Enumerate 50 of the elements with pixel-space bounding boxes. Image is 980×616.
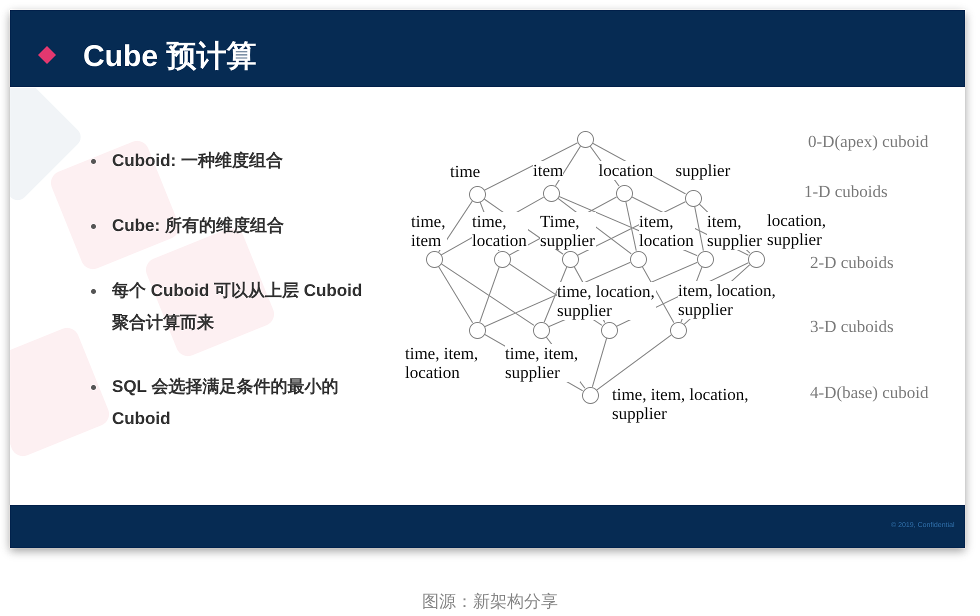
circle-node <box>468 186 486 202</box>
node-label: time, item, supplier <box>505 344 580 382</box>
connector-line <box>625 201 637 251</box>
node-label: item, location, supplier <box>678 281 777 319</box>
connector-line <box>555 146 581 186</box>
node-label: supplier <box>676 161 730 180</box>
bullet-text: SQL 会选择满足条件的最小的 Cuboid <box>112 376 340 430</box>
node-label: time, location, supplier <box>557 282 656 320</box>
connector-line <box>484 142 578 191</box>
level-label: 0-D(apex) cuboid <box>808 130 928 152</box>
node-label: item <box>533 161 564 180</box>
bullet-text: Cube: 所有的维度组合 <box>112 215 285 237</box>
connector-line <box>440 263 534 326</box>
circle-node <box>748 250 764 268</box>
circle-node <box>616 184 632 202</box>
circle-node <box>630 250 646 268</box>
node-label: time, item, location, supplier <box>612 385 750 423</box>
circle-node <box>542 184 560 202</box>
circle-node <box>696 250 714 268</box>
node-label: item, supplier <box>707 212 763 250</box>
connector-line <box>596 334 672 390</box>
node-label: time, location <box>472 212 528 250</box>
circle-node <box>426 250 442 268</box>
circle-node <box>670 322 686 338</box>
level-label: 1-D cuboids <box>804 180 888 202</box>
caption-text: 图源：新架构分享 <box>422 591 558 613</box>
node-label: Time, supplier <box>540 212 596 250</box>
circle-node <box>684 190 702 206</box>
node-label: location <box>598 161 654 180</box>
circle-node <box>582 386 598 404</box>
connector-line <box>544 266 568 322</box>
slide-title: Cube 预计算 <box>83 39 256 75</box>
circle-node <box>494 250 510 268</box>
level-label: 3-D cuboids <box>810 316 894 336</box>
circle-node <box>562 250 578 268</box>
bullet-text: 每个 Cuboid 可以从上层 Cuboid 聚合计算而来 <box>112 280 364 334</box>
node-label: item, location <box>639 212 695 250</box>
node-label: location, supplier <box>767 211 828 249</box>
level-label: 4-D(base) cuboid <box>810 382 928 402</box>
circle-node <box>532 322 550 338</box>
connector-line <box>694 206 704 251</box>
circle-node <box>468 322 486 338</box>
level-label: 2-D cuboids <box>810 252 894 272</box>
circle-node <box>600 322 618 338</box>
bullet-text: Cuboid: 一种维度组合 <box>112 150 284 172</box>
connector-line <box>642 266 674 323</box>
circle-node <box>576 130 594 148</box>
connector-line <box>592 338 608 387</box>
connector-line <box>438 266 474 324</box>
connector-line <box>479 266 500 322</box>
